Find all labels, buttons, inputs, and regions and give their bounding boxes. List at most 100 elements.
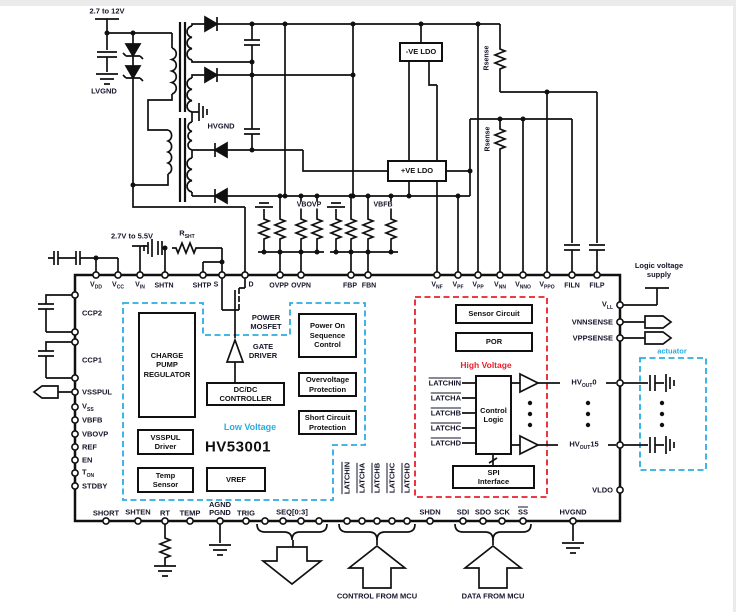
bottom-circuits — [153, 523, 585, 589]
pin-label-shdn: SHDN — [419, 507, 441, 517]
rectifier-diode-icon — [204, 16, 218, 32]
actuator-ground-icon — [665, 373, 675, 393]
block-dcdc-controller: DC/DC CONTROLLER — [206, 382, 285, 406]
primary-winding-icon — [165, 129, 173, 175]
divider-resistor-icon — [362, 214, 374, 244]
transformer — [165, 22, 193, 202]
latch-brace-icon — [338, 523, 416, 541]
divider-resistor-icon — [258, 214, 270, 244]
zener-diode-icon — [122, 65, 144, 82]
secondary-winding-icon — [186, 77, 193, 113]
rsht-resistor-icon — [171, 242, 201, 254]
zener-diode-icon — [122, 43, 144, 60]
pin-label-ss: SS — [517, 507, 529, 517]
pin-label-ccp2: CCP2 — [82, 308, 103, 318]
divider-resistor-icon — [274, 214, 286, 244]
block-temp-sensor: Temp Sensor — [137, 467, 194, 493]
pin-label-ccp1: CCP1 — [82, 355, 103, 365]
label-control-from-mcu: CONTROL FROM MCU — [336, 591, 418, 601]
output-buffer-icon — [519, 435, 539, 455]
label-rsense-mid: Rsense — [484, 125, 492, 153]
pin-label-vpp: VPP — [472, 281, 484, 291]
pin-label-d: D — [248, 281, 254, 289]
divider-resistor-icon — [295, 214, 307, 244]
spi-brace-icon — [454, 523, 532, 541]
filter-capacitor-icon — [243, 128, 261, 135]
sense-and-output-rails — [457, 24, 606, 275]
filter-capacitor-icon — [243, 39, 261, 46]
pin-label-stdby: STDBY — [82, 481, 108, 491]
pin-label-ovpp: OVPP — [269, 282, 289, 290]
seq-output-arrow-icon — [262, 546, 322, 585]
rt-resistor-icon — [159, 533, 171, 563]
block-neg-ldo: -VE LDO — [399, 42, 443, 62]
mosfet-and-gate-driver — [221, 278, 246, 382]
hvgnd-ground-icon — [561, 542, 585, 554]
pin-label-latchc-bottom: LATCHC — [387, 462, 397, 494]
pin-label-vldo: VLDO — [592, 485, 613, 495]
pin-label-filn: FILN — [564, 282, 580, 290]
shield-icon — [254, 202, 274, 208]
pin-label-temp: TEMP — [179, 508, 201, 518]
block-charge-pump-regulator: CHARGE PUMP REGULATOR — [138, 312, 196, 418]
right-side-circuits — [33, 287, 675, 455]
low-voltage-dashed-box — [122, 302, 366, 501]
pin-label-vbfb: VBFB — [82, 415, 103, 425]
pin-label-sdo: SDO — [474, 507, 492, 517]
ccp1-capacitor-icon — [37, 350, 55, 357]
label-input-voltage: 2.7 to 12V — [89, 6, 125, 16]
secondary-winding-icon — [186, 157, 193, 193]
pin-label-vbovp: VBOVP — [82, 429, 109, 439]
actuator-ground-icon — [665, 435, 675, 455]
block-por: POR — [455, 332, 533, 352]
label-part-number: HV53001 — [204, 438, 272, 456]
label-hvout0: HVOUT0 — [570, 377, 598, 389]
vppsense-tag-icon — [644, 331, 672, 345]
label-actuator: actuator — [657, 346, 687, 356]
label-latchd: LATCHD — [430, 438, 461, 448]
label-gate-driver: GATE DRIVER — [248, 342, 278, 360]
pin-label-shtn: SHTN — [154, 282, 174, 290]
pin-label-filp: FILP — [589, 282, 605, 290]
vsspul-tag-icon — [33, 385, 59, 399]
label-hvout15: HVOUT15 — [568, 439, 600, 451]
top-pin-circuits — [48, 238, 223, 275]
pin-label-trig: TRIG — [237, 508, 255, 518]
pin-label-hvgnd: HVGND — [559, 507, 587, 517]
secondary-winding-icon — [186, 25, 193, 61]
pin-label-vdd: VDD — [90, 281, 102, 291]
filp-capacitor-icon — [588, 244, 606, 251]
label-data-from-mcu: DATA FROM MCU — [461, 591, 525, 601]
pin-label-s: S — [213, 281, 219, 289]
pin-label-latchd-bottom: LATCHD — [402, 462, 412, 494]
label-vbfb: VBFB — [372, 201, 394, 209]
divider-resistor-icon — [311, 214, 323, 244]
pin-label-vppo: VPPO — [539, 281, 555, 291]
label-logic-voltage-supply: Logic voltage supply — [634, 261, 684, 279]
control-from-mcu-arrow-icon — [348, 545, 406, 589]
gate-driver-triangle-icon — [225, 337, 245, 363]
pin-label-short: SHORT — [92, 508, 120, 518]
transformer-core-icon — [178, 22, 187, 202]
actuator-dashed-box — [639, 357, 707, 471]
block-sensor-circuit: Sensor Circuit — [455, 304, 533, 324]
rsense-resistor-icon — [494, 44, 506, 74]
label-latcha: LATCHA — [430, 393, 461, 403]
pin-label-latcha-bottom: LATCHA — [357, 462, 367, 494]
label-latchin: LATCHIN — [428, 378, 461, 388]
divider-resistor-icon — [330, 214, 342, 244]
pin-label-vnno: VNNO — [515, 281, 531, 291]
pin-label-sdi: SDI — [456, 507, 470, 517]
label-rsht: RSHT — [179, 228, 195, 240]
label-rsense-top: Rsense — [483, 44, 491, 72]
block-short-circuit-protection: Short Circuit Protection — [298, 410, 357, 435]
block-control-logic: Control Logic — [475, 375, 512, 455]
data-from-mcu-arrow-icon — [464, 545, 522, 589]
pin-label-shten: SHTEN — [125, 507, 151, 517]
primary-winding-icon — [169, 47, 178, 95]
block-overvoltage-protection: Overvoltage Protection — [298, 372, 357, 397]
pin-label-vin: VIN — [135, 281, 145, 291]
rectifier-rails — [191, 16, 500, 204]
hv-control-wiring — [462, 373, 616, 465]
